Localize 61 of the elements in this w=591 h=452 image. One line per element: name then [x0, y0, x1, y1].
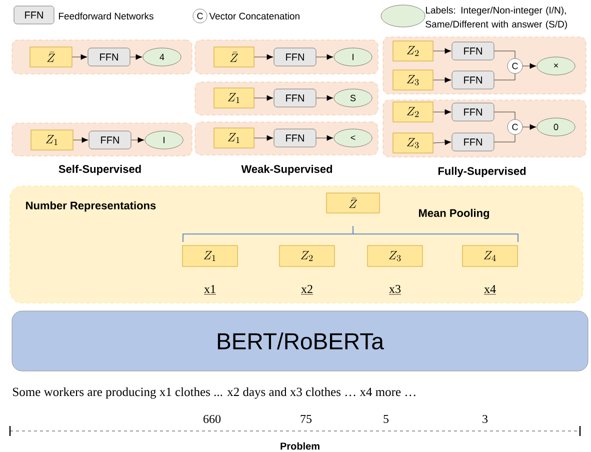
ffn-box: FFN	[452, 42, 494, 60]
arrow	[254, 54, 274, 60]
ffn-box: FFN	[88, 130, 132, 150]
arrow	[494, 50, 516, 58]
arrow	[73, 137, 88, 143]
ffn-box: FFN	[274, 48, 316, 66]
arrow	[433, 77, 452, 83]
text-label: 660	[204, 414, 221, 424]
arrow	[316, 135, 334, 141]
arrow	[254, 135, 274, 141]
arrow	[254, 95, 274, 101]
text-label: Mean Pooling	[419, 208, 489, 220]
representation-box: $Z_1$	[182, 245, 238, 267]
text-label: Some workers are producing x1 clothes ... x2 days and x3 clothes … x4 more …	[13, 387, 416, 399]
text-label: x3	[388, 284, 402, 295]
ffn-box: FFN	[452, 70, 494, 90]
arrow	[130, 54, 142, 60]
representation-box: $Z_2$	[279, 245, 335, 267]
arrow	[433, 109, 452, 115]
arrow	[131, 137, 144, 143]
ffn-box: FFN	[274, 128, 316, 148]
text-label: x4	[484, 285, 496, 295]
text-label: Problem	[280, 442, 320, 450]
text-label: 5	[384, 415, 389, 423]
text-label: 3	[482, 414, 488, 424]
ffn-box: FFN	[274, 88, 316, 108]
arrow	[433, 48, 452, 54]
ffn-box: FFN	[88, 48, 130, 66]
legend-text: Vector Concatenation	[209, 12, 300, 20]
representation-box: $Z_2$	[392, 102, 434, 122]
representation-box: $Z_3$	[392, 132, 434, 154]
representation-box: $Z_2$	[392, 40, 434, 62]
representation-box: $\bar{Z}$	[30, 46, 72, 68]
text-label: x2	[300, 285, 314, 295]
arrow	[433, 140, 452, 146]
arrow	[494, 134, 516, 142]
representation-box: $Z_3$	[392, 70, 434, 90]
representation-box: $\bar{Z}$	[326, 192, 380, 214]
ffn-box: FFN	[452, 102, 494, 122]
text-label: Self-Supervised	[58, 164, 141, 176]
representation-box: $Z_3$	[367, 245, 423, 267]
representation-box: $Z_1$	[30, 130, 74, 150]
arrow	[72, 54, 88, 60]
text-label: Weak-Supervised	[241, 164, 332, 176]
representation-box: $Z_1$	[214, 128, 254, 148]
arrow	[522, 63, 536, 69]
legend-text: Feedforward Networks	[58, 12, 154, 20]
representation-box: $Z_1$	[214, 88, 254, 108]
arrow	[494, 112, 516, 120]
encoder-box: BERT/RoBERTa	[12, 310, 588, 372]
ffn-box: FFN	[452, 132, 494, 152]
text-label: x1	[204, 285, 216, 295]
representation-box: $Z_4$	[462, 245, 518, 267]
legend-text: Labels: Integer/Non-integer (I/N), Same/Different with answer (S/D)	[426, 6, 567, 30]
arrow	[316, 54, 334, 60]
text-label: Fully-Supervised	[438, 166, 526, 178]
representation-box: $\bar{Z}$	[214, 46, 254, 68]
legend-box: FFN	[14, 6, 54, 24]
text-label: 75	[300, 415, 312, 423]
arrow	[522, 124, 536, 130]
arrow	[316, 95, 334, 101]
